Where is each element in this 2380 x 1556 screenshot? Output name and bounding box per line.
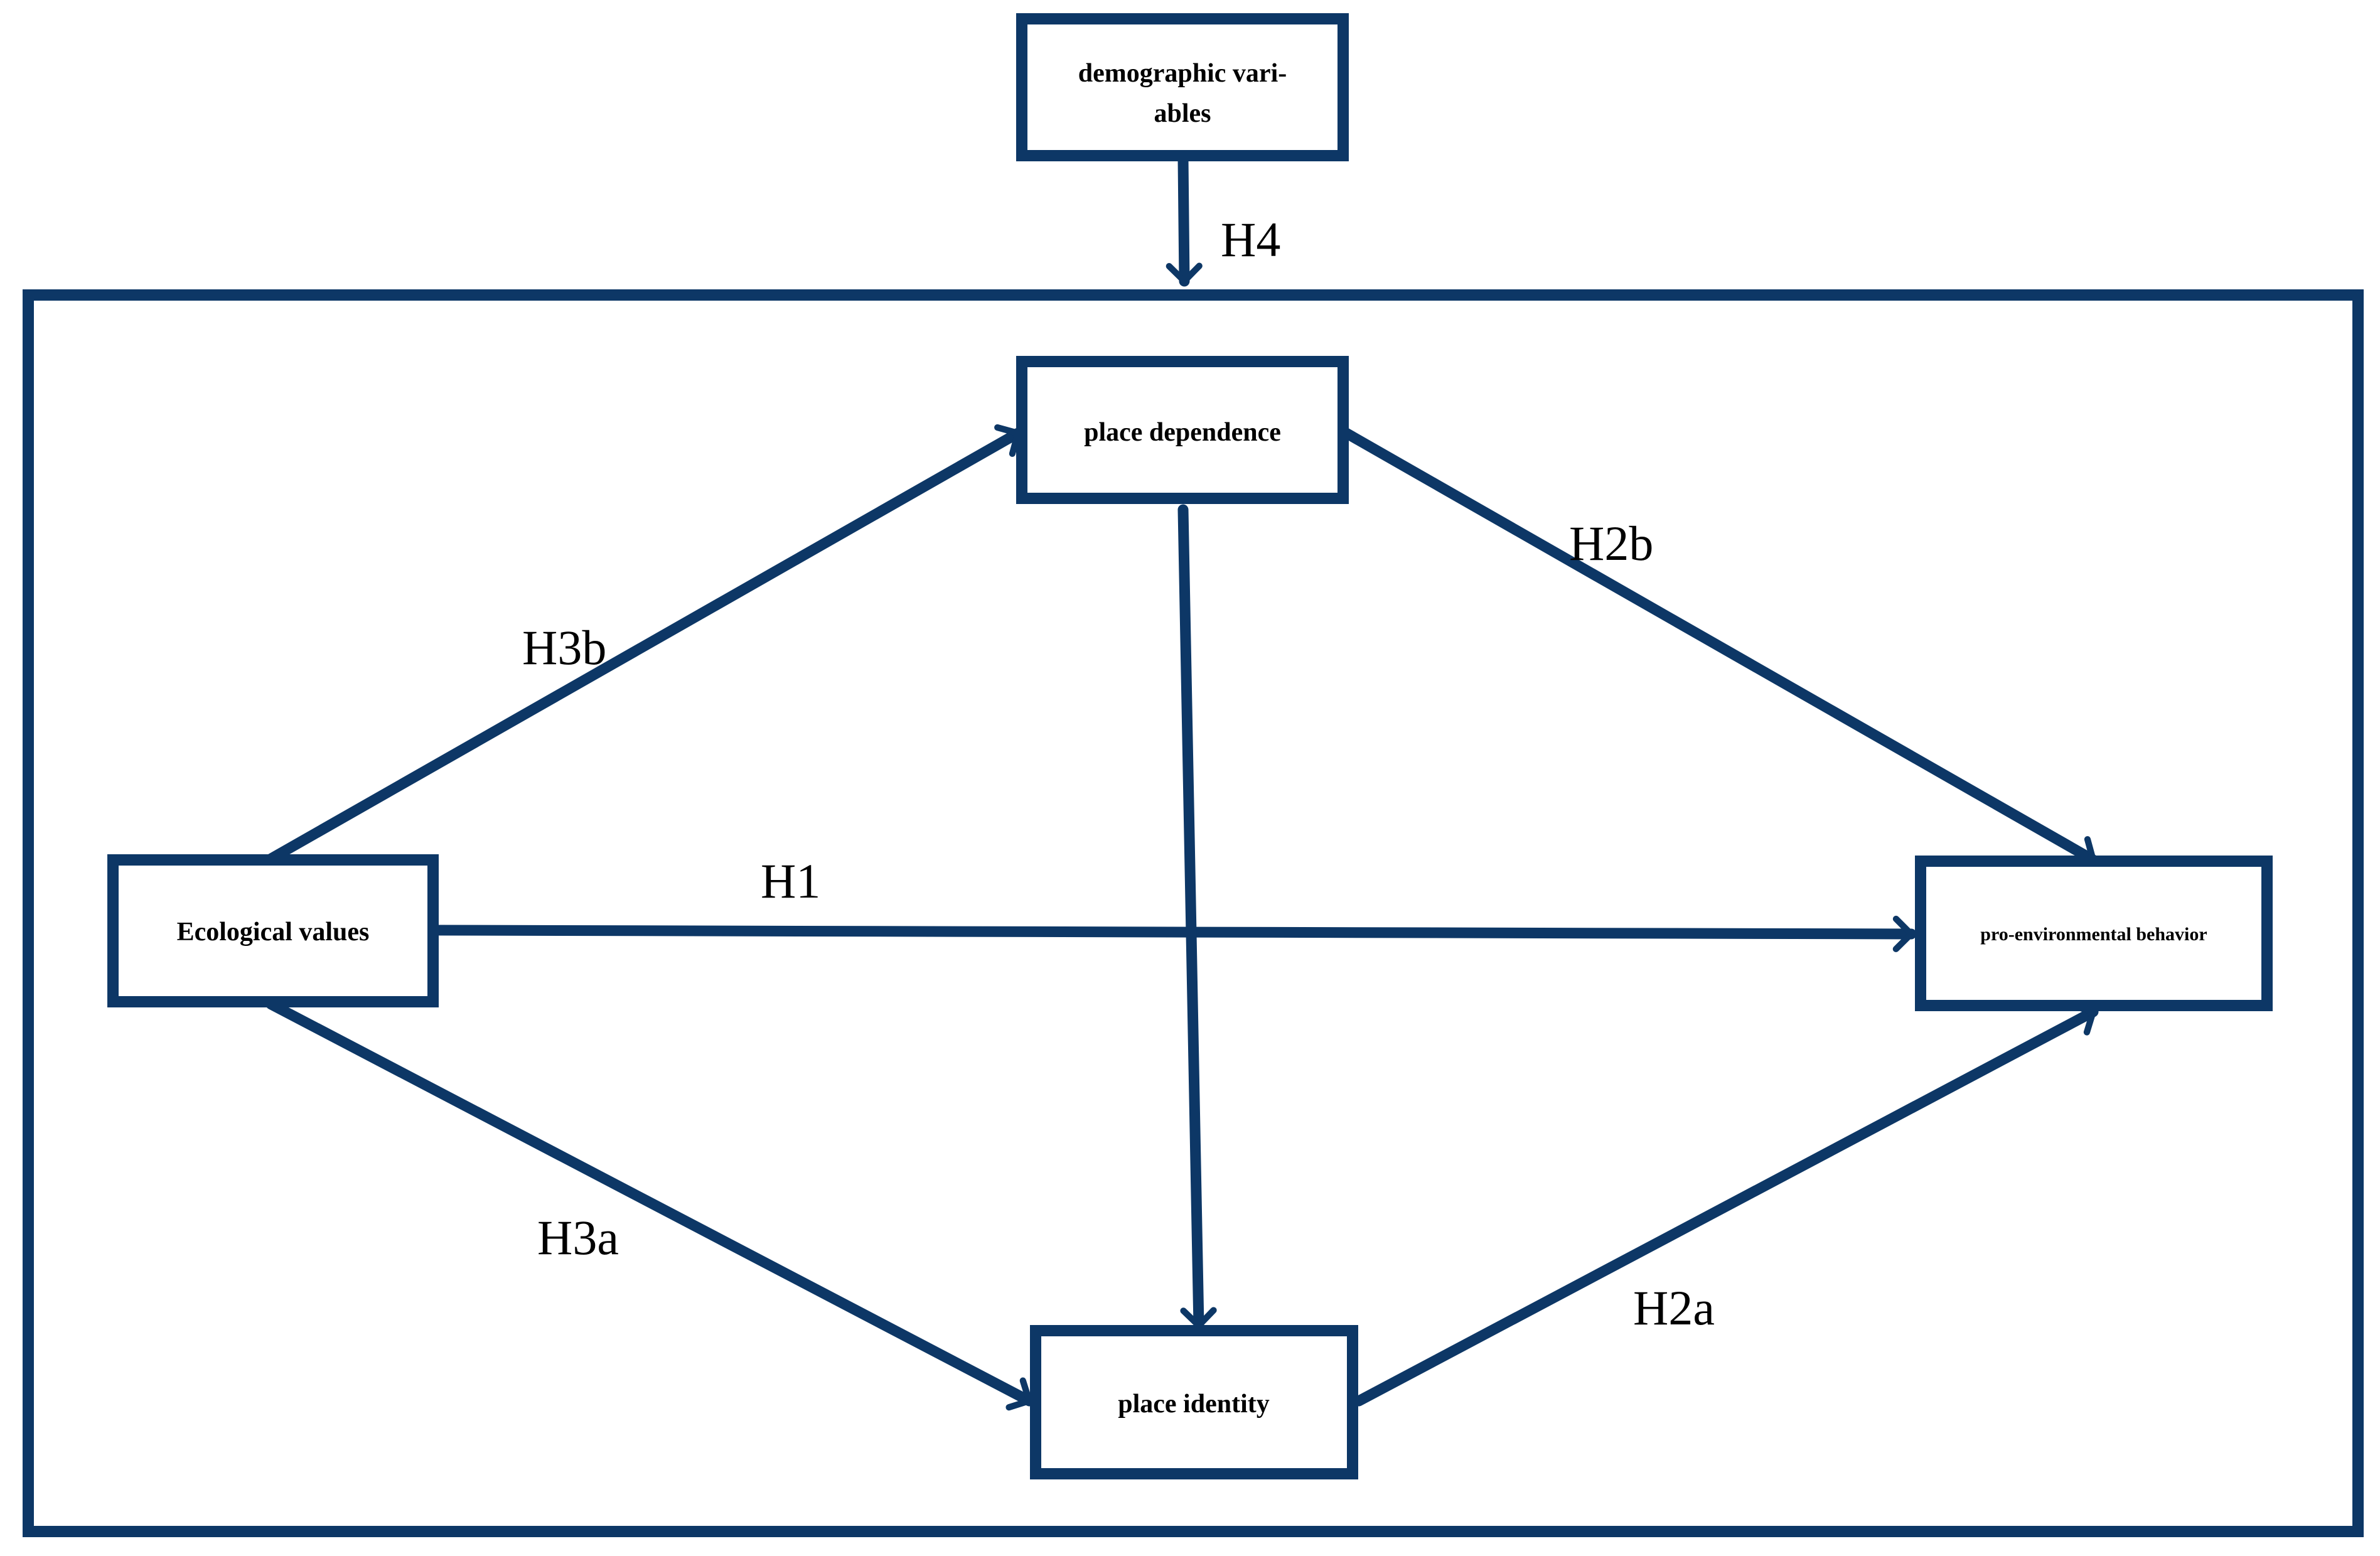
edge-label-h4: H4 — [1221, 212, 1280, 267]
edge-h2a — [1353, 1002, 2099, 1407]
node-place-dependence-box — [1016, 356, 1349, 504]
edge-label-h2b: H2b — [1569, 516, 1653, 571]
node-ecological-values-label: Ecological values — [177, 918, 370, 947]
edge-label-h3b: H3b — [522, 620, 606, 675]
node-demographic-variables: demographic vari- ables — [1016, 13, 1349, 161]
node-place-dependence: place dependence — [1016, 356, 1349, 504]
node-demographic-variables-label-line2: ables — [1154, 99, 1211, 128]
edge-label-h2a: H2a — [1633, 1280, 1715, 1335]
node-place-identity-box — [1030, 1325, 1358, 1479]
node-pro-environmental-behavior: pro-environmental behavior — [1915, 856, 2273, 1011]
node-ecological-values: Ecological values — [107, 854, 439, 1007]
node-pro-environmental-behavior-label: pro-environmental behavior — [1980, 924, 2207, 945]
node-pro-environmental-behavior-box — [1915, 856, 2273, 1011]
edge-h4 — [1166, 153, 1203, 287]
edge-h3b — [265, 424, 1024, 864]
node-demographic-variables-box — [1016, 13, 1349, 161]
edge-h3a — [265, 999, 1035, 1411]
node-place-dependence-label: place dependence — [1084, 418, 1281, 447]
node-place-identity: place identity — [1030, 1325, 1358, 1479]
edge-h2b — [1341, 427, 2099, 869]
node-ecological-values-box — [107, 854, 439, 1007]
node-place-identity-label: place identity — [1118, 1390, 1269, 1419]
edge-h1 — [434, 915, 1917, 953]
edge-label-h3a: H3a — [537, 1210, 619, 1265]
edge-label-h1: H1 — [761, 854, 820, 908]
node-demographic-variables-label-line1: demographic vari- — [1078, 59, 1287, 88]
edge-dependence-to-identity — [1177, 504, 1217, 1331]
model-frame — [23, 289, 2364, 1537]
